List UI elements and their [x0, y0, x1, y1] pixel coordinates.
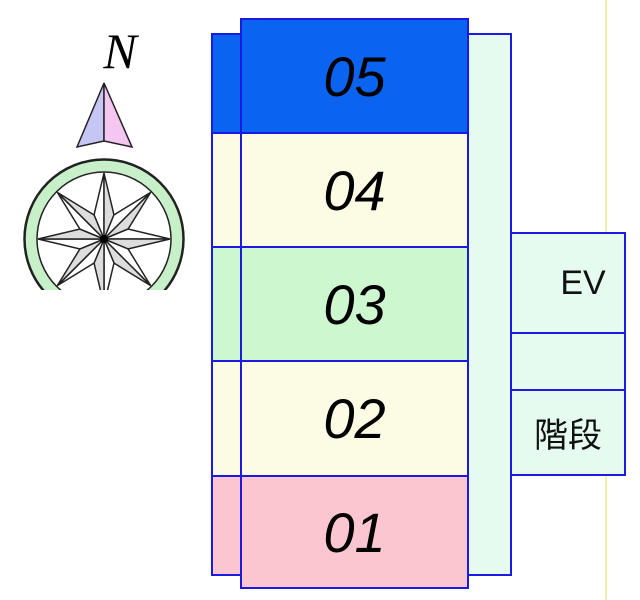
stairs-label: 階段	[534, 417, 602, 455]
unit-01[interactable]: 01	[240, 475, 469, 589]
unit-label: 04	[323, 158, 386, 222]
unit-label: 03	[323, 272, 386, 336]
corridor	[466, 33, 512, 576]
north-arrow-icon	[75, 82, 134, 149]
left-strip-04	[211, 132, 242, 248]
left-strip-03	[211, 246, 242, 362]
left-strip-02	[211, 360, 242, 477]
left-strip-05	[211, 33, 242, 134]
north-label: N	[102, 23, 139, 79]
unit-05[interactable]: 05	[240, 18, 469, 134]
unit-02[interactable]: 02	[240, 360, 469, 477]
unit-label: 05	[323, 44, 386, 108]
compass-rose: N	[23, 23, 185, 290]
unit-label: 02	[323, 387, 386, 450]
core-space	[510, 332, 626, 391]
ev-label: EV	[560, 263, 606, 302]
stairs: 階段	[510, 389, 626, 476]
elevator: EV	[510, 232, 626, 334]
unit-04[interactable]: 04	[240, 132, 469, 248]
unit-03[interactable]: 03	[240, 246, 469, 362]
compass-star-icon	[37, 172, 171, 290]
left-strip-01	[211, 475, 242, 576]
unit-label: 01	[323, 500, 386, 564]
